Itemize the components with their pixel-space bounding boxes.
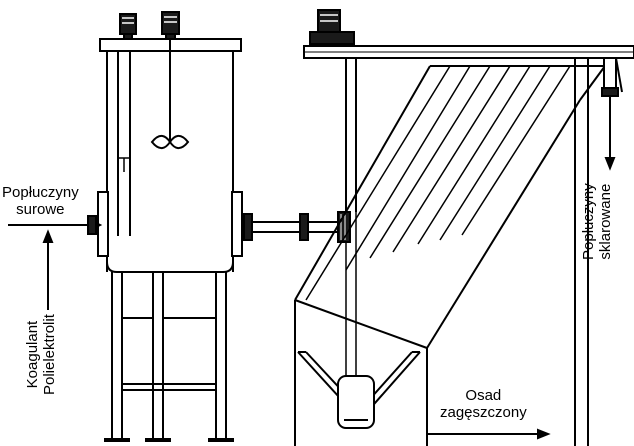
- sludge-outlet-arrow: [428, 428, 551, 440]
- coagulant-label: Koagulant Polielektrolit: [24, 314, 58, 395]
- coagulant-label-line2: Polielektrolit: [41, 314, 58, 395]
- mixer-motor-right-icon: [161, 11, 180, 40]
- lamella-settler: [294, 9, 634, 446]
- thickened-sludge-label: Osad zagęszczony: [440, 387, 527, 421]
- raw-washings-inlet: [8, 215, 103, 235]
- clarified-label-line1: Popłuczyny: [580, 183, 597, 260]
- raw-washings-label-line2: surowe: [16, 201, 65, 218]
- clarified-outlet-arrow: [604, 96, 616, 171]
- clarified-washings-label: Popłuczyny sklarowane: [580, 183, 614, 260]
- coagulant-inlet-arrow: [42, 229, 54, 310]
- sludge-label-line1: Osad: [465, 387, 502, 404]
- sludge-label-line2: zagęszczony: [440, 404, 527, 421]
- mixing-tank: [97, 11, 243, 442]
- coagulant-label-line1: Koagulant: [24, 320, 41, 389]
- impeller-icon: [150, 135, 190, 149]
- raw-washings-label: Popłuczyny surowe: [2, 184, 79, 218]
- scraper-box: [337, 375, 375, 429]
- clarified-label-line2: sklarowane: [597, 183, 614, 260]
- connecting-pipe: [242, 211, 351, 243]
- mixer-motor-left-icon: [119, 13, 137, 40]
- raw-washings-label-line1: Popłuczyny: [2, 184, 79, 201]
- scraper-motor-icon: [309, 9, 355, 45]
